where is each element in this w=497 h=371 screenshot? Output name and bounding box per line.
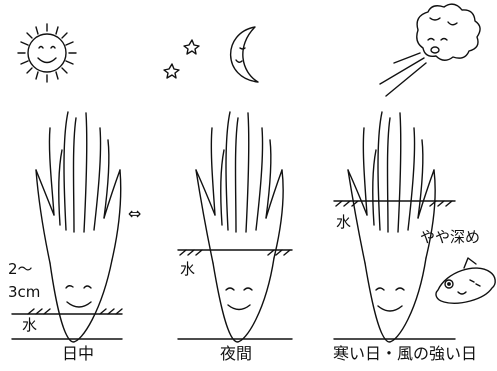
star-icon <box>184 40 199 54</box>
water-surface-line <box>334 201 455 206</box>
wind-cloud-icon <box>380 4 480 96</box>
water-surface-line <box>12 309 122 314</box>
water-label-cold: 水 <box>336 213 352 231</box>
depth-label-bottom: 3cm <box>8 283 41 301</box>
caption-cold-windy: 寒い日・風の強い日 <box>333 344 478 363</box>
fish-icon <box>436 258 495 303</box>
caption-daytime: 日中 <box>62 344 95 363</box>
caption-night: 夜間 <box>220 344 253 363</box>
water-label-daytime: 水 <box>22 316 38 334</box>
water-surface-line <box>178 250 292 255</box>
depth-label-top: 2〜 <box>8 260 33 278</box>
water-label-night: 水 <box>180 260 196 278</box>
slightly-deep-label: やや深め <box>420 228 481 246</box>
plant-daytime <box>36 112 121 342</box>
plant-cold-windy <box>348 112 435 342</box>
plant-night <box>196 112 283 342</box>
crescent-moon-icon <box>231 27 258 82</box>
bidirectional-arrow-icon: ⇔ <box>128 204 142 223</box>
sun-icon <box>18 24 76 82</box>
star-icon <box>164 64 179 78</box>
